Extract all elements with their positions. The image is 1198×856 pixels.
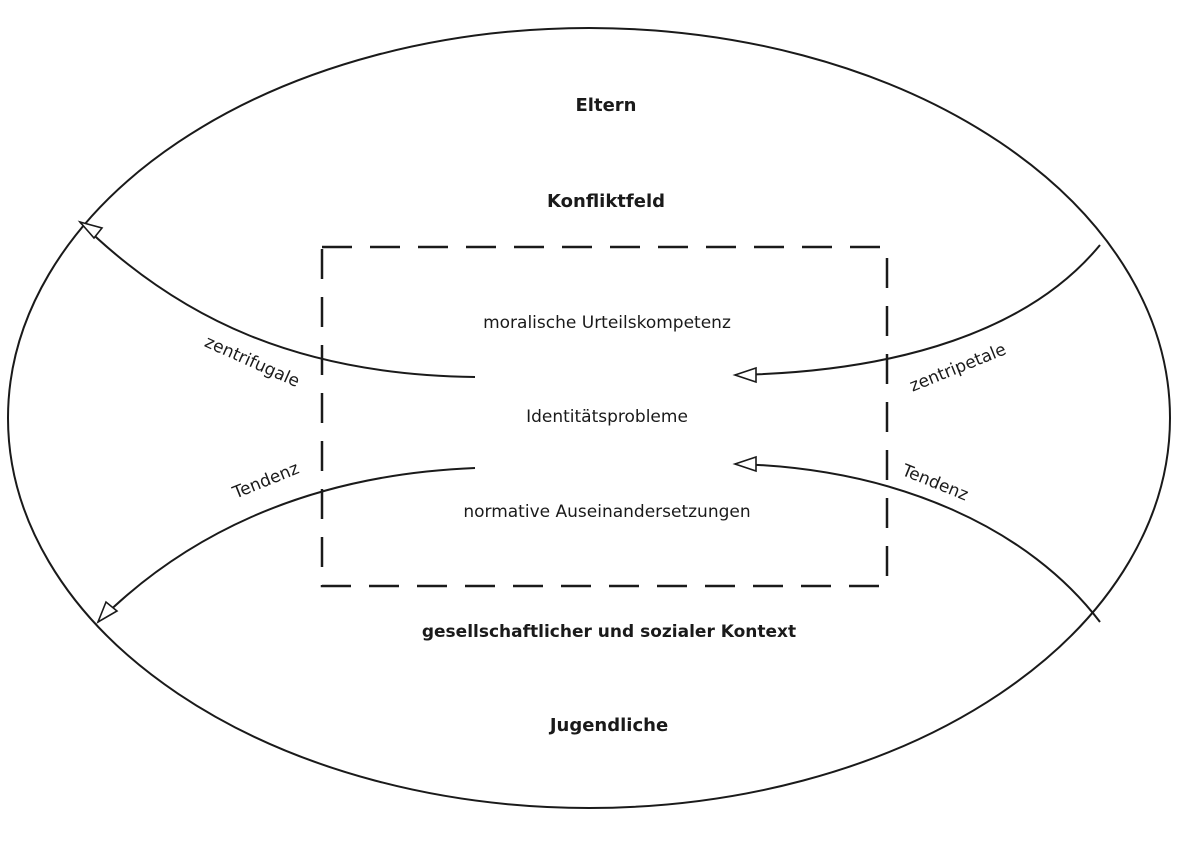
box-center-label: Identitätsprobleme [526, 407, 688, 427]
centrifugal-arrow-bottom [96, 467, 476, 624]
box-top-label: moralische Urteilskompetenz [483, 313, 731, 333]
box-bottom-label: normative Auseinandersetzungen [463, 502, 750, 522]
right-arrow-label-2: Tendenz [898, 460, 971, 505]
outer-bottom-label: Jugendliche [548, 715, 668, 736]
dashed-inner-box [320, 245, 889, 588]
left-arrow-label-1: zentrifugale [201, 332, 302, 392]
left-arrow-label-2: Tendenz [229, 459, 302, 504]
centripetal-arrow-top [732, 244, 1101, 384]
context-label: gesellschaftlicher und sozialer Kontext [422, 622, 796, 642]
centrifugal-arrow-top [77, 220, 476, 378]
centripetal-arrow-bottom [732, 455, 1101, 623]
field-label: Konfliktfeld [547, 191, 665, 212]
right-arrow-label-1: zentripetale [907, 340, 1009, 397]
outer-ellipse [7, 27, 1171, 809]
outer-top-label: Eltern [576, 95, 637, 116]
